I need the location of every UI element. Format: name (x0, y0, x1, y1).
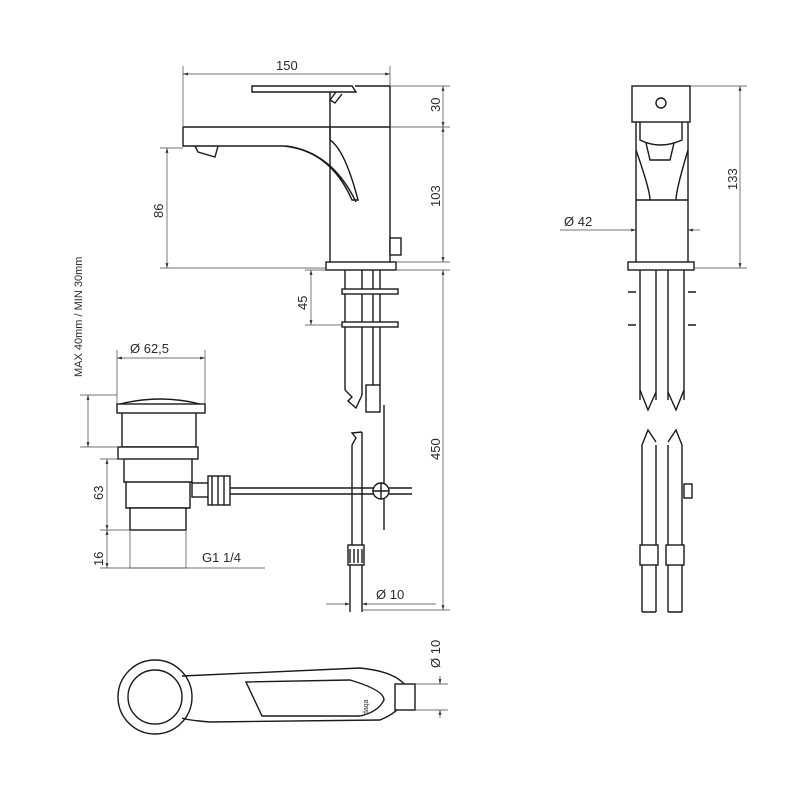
front-view (182, 85, 412, 612)
dim-45: 45 (295, 296, 310, 310)
brand-mark: daqa (363, 699, 370, 715)
drain-cap (116, 403, 206, 414)
dim-dia-10-hose: Ø 10 (376, 587, 404, 602)
popup-knob (389, 237, 402, 256)
dim-450: 450 (428, 438, 443, 460)
base-plate (325, 261, 397, 271)
dim-150: 150 (276, 58, 298, 73)
dim-max-min: MAX 40mm / MIN 30mm (73, 257, 85, 377)
dim-133: 133 (725, 168, 740, 190)
dimension-lines (80, 66, 747, 718)
dim-dia-42: Ø 42 (564, 214, 592, 229)
faucet-handle (251, 85, 358, 93)
dim-63: 63 (91, 486, 106, 500)
faucet-spout (182, 126, 390, 201)
side-view (627, 85, 696, 613)
dim-86: 86 (151, 204, 166, 218)
dim-16: 16 (91, 552, 106, 566)
waste-view (116, 398, 231, 531)
faucet-body (329, 85, 391, 262)
dim-103: 103 (428, 185, 443, 207)
dim-30: 30 (428, 98, 443, 112)
dim-dia-10-top: Ø 10 (428, 640, 443, 668)
dim-thread: G1 1/4 (202, 550, 241, 565)
top-view: daqa (117, 659, 416, 735)
dim-dia-62-5: Ø 62,5 (130, 341, 169, 356)
